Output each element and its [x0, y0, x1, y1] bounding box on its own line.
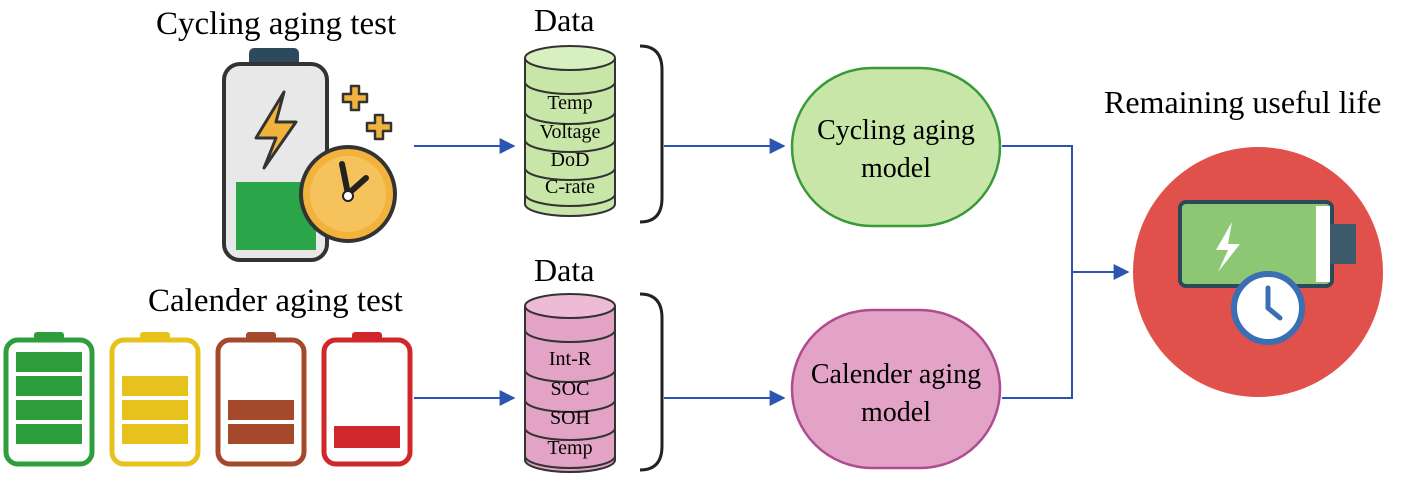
- calendar-field-intr: Int-R: [548, 348, 592, 370]
- cycling-battery-icon: [222, 48, 329, 262]
- cycling-field-dod: DoD: [550, 149, 590, 171]
- battery-level-icon-yellow: [109, 332, 201, 467]
- cycling-model-line1: Cycling aging: [817, 115, 975, 146]
- cycling-model-label: Cycling aging model: [792, 112, 1000, 188]
- clock-icon: [299, 145, 397, 243]
- battery-level-icon-red: [321, 332, 413, 467]
- battery-clock-icon: [1133, 147, 1383, 397]
- calendar-field-soc: SOC: [550, 378, 590, 400]
- calendar-data-title: Data: [534, 252, 595, 288]
- cycling-bracket: [639, 44, 664, 224]
- calendar-test-title: Calender aging test: [148, 283, 403, 319]
- calendar-field-soh: SOH: [549, 407, 590, 429]
- calendar-model-label: Calender aging model: [784, 356, 1008, 432]
- calendar-model-line2: model: [861, 396, 931, 428]
- cycling-data-cylinder: [524, 45, 616, 217]
- connector-models: [1002, 145, 1073, 399]
- cycling-field-crate: C-rate: [545, 176, 595, 198]
- calendar-model-shape: [790, 308, 1002, 470]
- cycling-data-title: Data: [534, 2, 595, 38]
- battery-level-icon-green: [3, 332, 95, 467]
- calendar-field-temp: Temp: [547, 437, 593, 459]
- calendar-model-line1: Calender aging: [810, 359, 982, 390]
- calendar-bracket: [639, 292, 664, 472]
- calendar-data-cylinder: [524, 293, 616, 473]
- cycling-model-shape: [790, 66, 1002, 228]
- cycling-model-line2: model: [861, 152, 931, 184]
- rul-title: Remaining useful life: [1104, 84, 1382, 120]
- battery-level-icon-brown: [215, 332, 307, 467]
- cycling-field-temp: Temp: [547, 92, 593, 114]
- cycling-field-voltage: Voltage: [539, 121, 601, 143]
- cycling-test-title: Cycling aging test: [156, 6, 397, 42]
- plus-sparkle-icon: [341, 84, 393, 141]
